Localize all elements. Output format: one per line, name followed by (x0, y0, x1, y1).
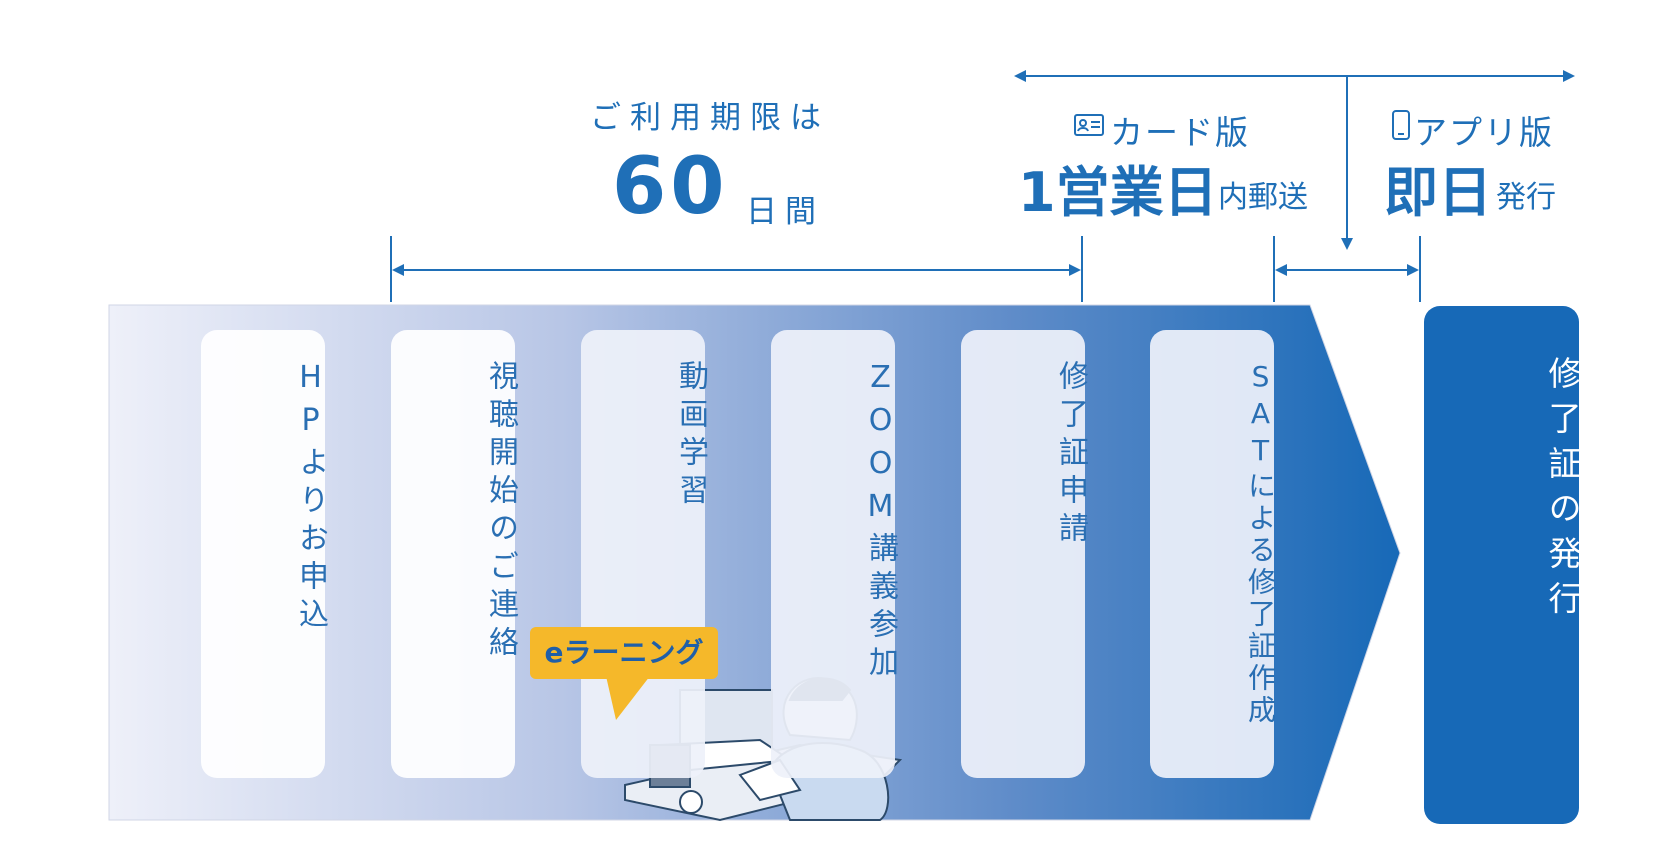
step-card-zoom: ZOOM講義参加 (771, 330, 898, 778)
step-card-certificate-request: 修了証申請 (961, 330, 1088, 778)
app-version-small: 発行 (1496, 180, 1556, 215)
period-days-number: 60 (612, 142, 729, 232)
step-label: 修了証申請 (1053, 360, 1088, 550)
step-label: ZOOM講義参加 (863, 360, 898, 684)
step-label: 視聴開始のご連絡 (483, 360, 518, 664)
period-bracket (390, 236, 1083, 302)
final-step-label: 修了証の発行 (1543, 356, 1582, 626)
issuance-bracket (1014, 70, 1575, 302)
badge-tail (606, 676, 650, 720)
elearning-badge: eラーニング (530, 627, 718, 679)
step-label: SATによる修了証作成 (1244, 360, 1277, 727)
smartphone-icon (1392, 110, 1410, 140)
app-version-label: アプリ版 (1414, 113, 1554, 152)
step-label: 動画学習 (673, 360, 708, 512)
card-version-label: カード版 (1110, 113, 1250, 152)
final-step-card: 修了証の発行 (1424, 306, 1582, 824)
card-version-big: 1営業日 (1018, 161, 1218, 224)
step-card-contact: 視聴開始のご連絡 (391, 330, 518, 778)
app-version-big: 即日 (1384, 161, 1492, 224)
period-days-unit: 日間 (746, 194, 824, 230)
step-card-apply: HPよりお申込 (201, 330, 328, 778)
step-label: HPよりお申込 (293, 360, 328, 636)
period-label: ご利用期限は (590, 100, 830, 136)
step-card-certificate-creation: SATによる修了証作成 (1150, 330, 1277, 778)
id-card-icon (1074, 114, 1104, 136)
card-version-small: 内郵送 (1218, 180, 1308, 215)
